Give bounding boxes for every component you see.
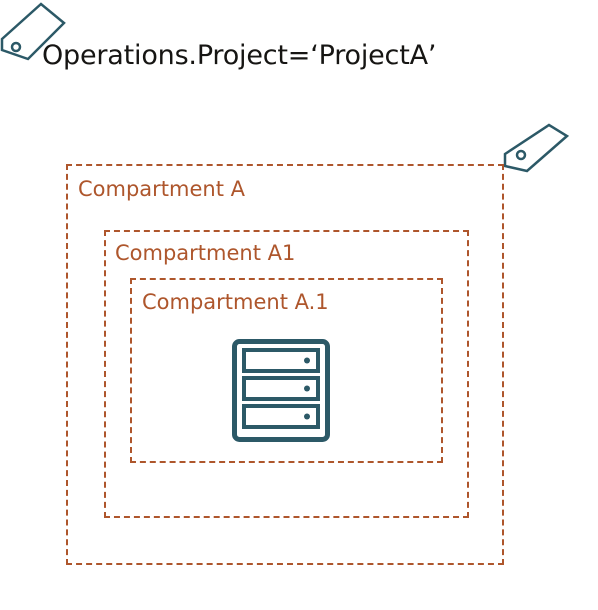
compartment-a-1-box (130, 278, 443, 463)
compartment-a-1-label: Compartment A.1 (142, 290, 329, 314)
tag-icon (0, 2, 66, 61)
compartment-a-box (66, 164, 504, 565)
compartment-a-label: Compartment A (78, 177, 245, 201)
server-icon (232, 339, 330, 442)
compartment-a1-label: Compartment A1 (115, 241, 296, 265)
compartment-a1-box (104, 230, 469, 518)
compartment-tag-icon (503, 123, 570, 173)
tag-label: Operations.Project=‘ProjectA’ (42, 40, 437, 71)
